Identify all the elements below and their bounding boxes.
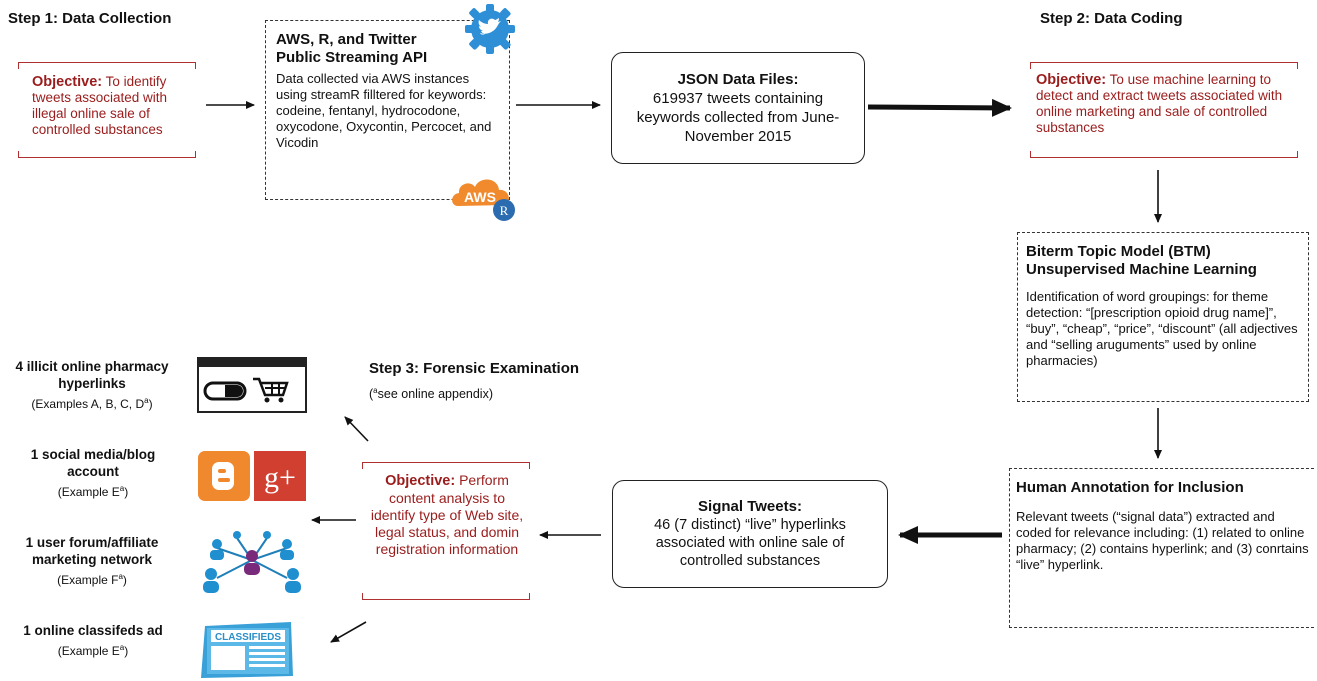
svg-text:g+: g+ [264, 461, 296, 494]
human-box-text: Relevant tweets (“signal data”) extracte… [1016, 509, 1309, 572]
aws-box-text: Data collected via AWS instances using s… [276, 71, 492, 150]
objective-3: Objective: Perform content analysis to i… [362, 462, 530, 600]
step2-heading: Step 2: Data Coding [1040, 10, 1183, 27]
aws-logo-text: AWS [464, 189, 496, 205]
step3-note: (asee online appendix) [369, 386, 493, 402]
step3-heading: Step 3: Forensic Examination [369, 360, 580, 377]
btm-box: Biterm Topic Model (BTM) Unsupervised Ma… [1017, 232, 1309, 402]
aws-box-title: AWS, R, and Twitter Public Streaming API [276, 31, 428, 66]
signal-tweets-box: Signal Tweets: 46 (7 distinct) “live” hy… [612, 480, 888, 588]
human-annotation-box: Human Annotation for Inclusion Relevant … [1009, 468, 1314, 628]
objective-2: Objective: To use machine learning to de… [1030, 62, 1298, 158]
result-social-media: 1 social media/blog account(Example Ea) [30, 447, 156, 499]
json-box-text: 619937 tweets containing keywords collec… [636, 89, 840, 145]
aws-r-twitter-box: AWS, R, and Twitter Public Streaming API… [265, 20, 510, 200]
human-box-title: Human Annotation for Inclusion [1016, 479, 1244, 496]
svg-text:CLASSIFIEDS: CLASSIFIEDS [215, 632, 281, 643]
classifieds-icon: CLASSIFIEDS [201, 622, 293, 678]
blogger-gplus-icons: g+ [198, 451, 306, 501]
json-box-title: JSON Data Files: [677, 70, 799, 88]
step1-heading: Step 1: Data Collection [8, 10, 172, 27]
json-data-files-box: JSON Data Files: 619937 tweets containin… [611, 52, 865, 164]
pill-cart-browser-icon [197, 357, 307, 413]
result-forum: 1 user forum/affiliate marketing network… [25, 535, 159, 587]
signal-box-text: 46 (7 distinct) “live” hyperlinks associ… [654, 517, 846, 569]
objective-1: Objective: To identify tweets associated… [18, 62, 196, 158]
arrow-obj3-pharmacy [344, 416, 369, 442]
btm-box-text: Identification of word groupings: for th… [1026, 289, 1298, 368]
r-logo-text: R [500, 203, 509, 218]
arrow-obj3-classifieds [330, 621, 367, 643]
arrow-json-obj2 [867, 98, 1012, 117]
network-people-icon [203, 531, 301, 593]
gplus-icon [254, 451, 306, 501]
btm-box-title: Biterm Topic Model (BTM) Unsupervised Ma… [1026, 243, 1257, 278]
twitter-gear-icon [465, 4, 515, 54]
aws-r-cloud-icon: AWS R [452, 179, 515, 221]
result-classifieds: 1 online classifeds ad(Example Ea) [23, 623, 163, 658]
signal-box-title: Signal Tweets: [698, 498, 802, 515]
result-pharmacy: 4 illicit online pharmacy hyperlinks(Exa… [15, 359, 169, 411]
